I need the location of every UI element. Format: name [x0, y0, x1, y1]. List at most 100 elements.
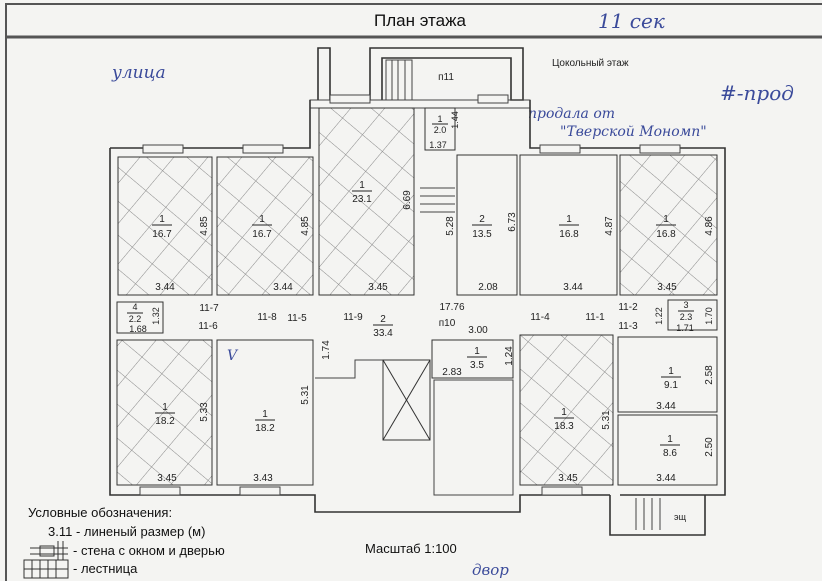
svg-text:2.0: 2.0: [434, 125, 447, 135]
svg-text:3.45: 3.45: [157, 473, 177, 484]
marker-11-1: 11-1: [585, 312, 605, 323]
rooms: [116, 107, 718, 530]
legend-title: Условные обозначения:: [28, 505, 172, 520]
svg-text:3.44: 3.44: [273, 282, 293, 293]
svg-text:3.44: 3.44: [656, 473, 676, 484]
svg-text:2.3: 2.3: [680, 312, 693, 322]
svg-text:1.44: 1.44: [450, 111, 460, 129]
svg-text:18.2: 18.2: [155, 416, 175, 427]
stairs-icon: [420, 187, 455, 213]
door-markers: п11 п10 эщ 11-1 11-2 11-3 11-4 11-5 11-6…: [198, 72, 686, 522]
room-14[interactable]: [519, 334, 614, 486]
room-8[interactable]: [116, 301, 164, 334]
svg-text:2.58: 2.58: [704, 365, 715, 385]
room-1[interactable]: [117, 156, 213, 296]
windows: [139, 94, 681, 496]
svg-text:1.37: 1.37: [429, 140, 447, 150]
handwritten-street: улица: [111, 63, 166, 83]
svg-text:2.2: 2.2: [129, 314, 142, 324]
room-label: 13.5 1.242.83 3.00: [442, 325, 515, 378]
marker-11-6: 11-6: [198, 321, 218, 332]
handwritten-buyer: "Тверской Мономп": [560, 124, 707, 140]
room-label: 116.7 4.853.44: [152, 214, 210, 293]
room-16[interactable]: [617, 414, 718, 486]
svg-text:1: 1: [162, 402, 168, 413]
room-label: 12.0 1.44 1.37: [429, 111, 460, 150]
room-13[interactable]: [431, 339, 514, 379]
svg-text:2.83: 2.83: [442, 367, 462, 378]
svg-text:4.85: 4.85: [199, 216, 210, 236]
svg-text:16.7: 16.7: [252, 229, 272, 240]
svg-text:17.76: 17.76: [439, 302, 464, 313]
svg-text:16.8: 16.8: [559, 229, 579, 240]
room-10[interactable]: [667, 299, 718, 331]
marker-11-9: 11-9: [343, 312, 363, 323]
room-label: 233.4 17.76: [373, 302, 465, 339]
svg-text:1: 1: [359, 180, 365, 191]
svg-text:4.86: 4.86: [704, 216, 715, 236]
svg-text:1: 1: [259, 214, 265, 225]
handwritten-yard: двор: [472, 561, 509, 579]
svg-text:1: 1: [437, 114, 442, 124]
room-labels: 116.7 4.853.44 116.7 4.853.44 123.1 6.69…: [127, 111, 715, 484]
marker-11-2: 11-2: [618, 302, 638, 313]
svg-text:1: 1: [561, 407, 567, 418]
svg-text:5.31: 5.31: [601, 410, 612, 430]
room-12[interactable]: [216, 339, 314, 486]
svg-text:1.68: 1.68: [129, 324, 147, 334]
legend: Условные обозначения: 3.11 - линеный раз…: [8, 496, 306, 579]
page-frame: [5, 3, 822, 581]
room-label: 1 16.8 4.87 3.44 6.73: [507, 212, 615, 293]
room-label: 123.1 6.693.45: [352, 180, 413, 293]
room-4[interactable]: [424, 107, 456, 151]
svg-text:3.45: 3.45: [657, 282, 677, 293]
svg-text:1: 1: [474, 346, 480, 357]
legend-wall: - стена с окном и дверью: [73, 543, 225, 558]
room-label: 1 8.6 2.50 3.44: [656, 434, 715, 484]
marker-p11: п11: [438, 72, 454, 83]
room-2[interactable]: [216, 156, 314, 296]
svg-text:18.2: 18.2: [255, 423, 275, 434]
svg-text:3.43: 3.43: [253, 473, 273, 484]
svg-text:6.73: 6.73: [507, 212, 518, 232]
marker-p10: п10: [439, 318, 456, 329]
svg-text:1: 1: [667, 434, 673, 445]
room-15[interactable]: [617, 336, 718, 413]
room-label: 19.1 2.583.44: [656, 365, 715, 412]
room-label: 116.8 4.863.45: [656, 214, 715, 293]
svg-text:2.50: 2.50: [704, 437, 715, 457]
marker-11-8: 11-8: [257, 312, 277, 323]
legend-dimension: 3.11 - линеный размер (м): [48, 524, 205, 539]
room-label: 42.2 1.321.68: [127, 302, 161, 334]
elevator-shaft: [382, 359, 431, 441]
svg-text:2: 2: [479, 214, 485, 225]
svg-text:1: 1: [663, 214, 669, 225]
svg-text:3.44: 3.44: [563, 282, 583, 293]
svg-text:4.85: 4.85: [300, 216, 311, 236]
svg-text:3.44: 3.44: [656, 401, 676, 412]
svg-text:1: 1: [668, 366, 674, 377]
svg-text:5.33: 5.33: [199, 402, 210, 422]
scale-label: Масштаб 1:100: [365, 541, 457, 556]
room-3[interactable]: [318, 107, 415, 296]
svg-text:1: 1: [566, 214, 572, 225]
room-5[interactable]: [456, 154, 518, 296]
svg-text:13.5: 13.5: [472, 229, 492, 240]
svg-text:8.6: 8.6: [663, 448, 677, 459]
svg-text:3.5: 3.5: [470, 360, 484, 371]
svg-text:4.87: 4.87: [604, 216, 615, 236]
room-label: 32.3 1.701.71 1.22: [654, 300, 714, 333]
wall-window-door-icon: [30, 541, 68, 560]
svg-text:1: 1: [262, 409, 268, 420]
floor-title: Цокольный этаж: [552, 58, 629, 69]
building-outline: [109, 47, 726, 536]
room-6[interactable]: [519, 154, 618, 296]
marker-esch: эщ: [674, 512, 687, 522]
room-label: 1 16.7 4.85 3.44: [252, 214, 311, 293]
svg-text:1.70: 1.70: [704, 307, 714, 325]
room-label: 118.2 5.313.43 1.74: [253, 340, 332, 484]
handwritten-checkmark: V: [227, 348, 239, 364]
legend-stairs: - лестница: [73, 561, 138, 576]
svg-text:5.31: 5.31: [300, 385, 311, 405]
svg-text:6.69: 6.69: [402, 190, 413, 210]
